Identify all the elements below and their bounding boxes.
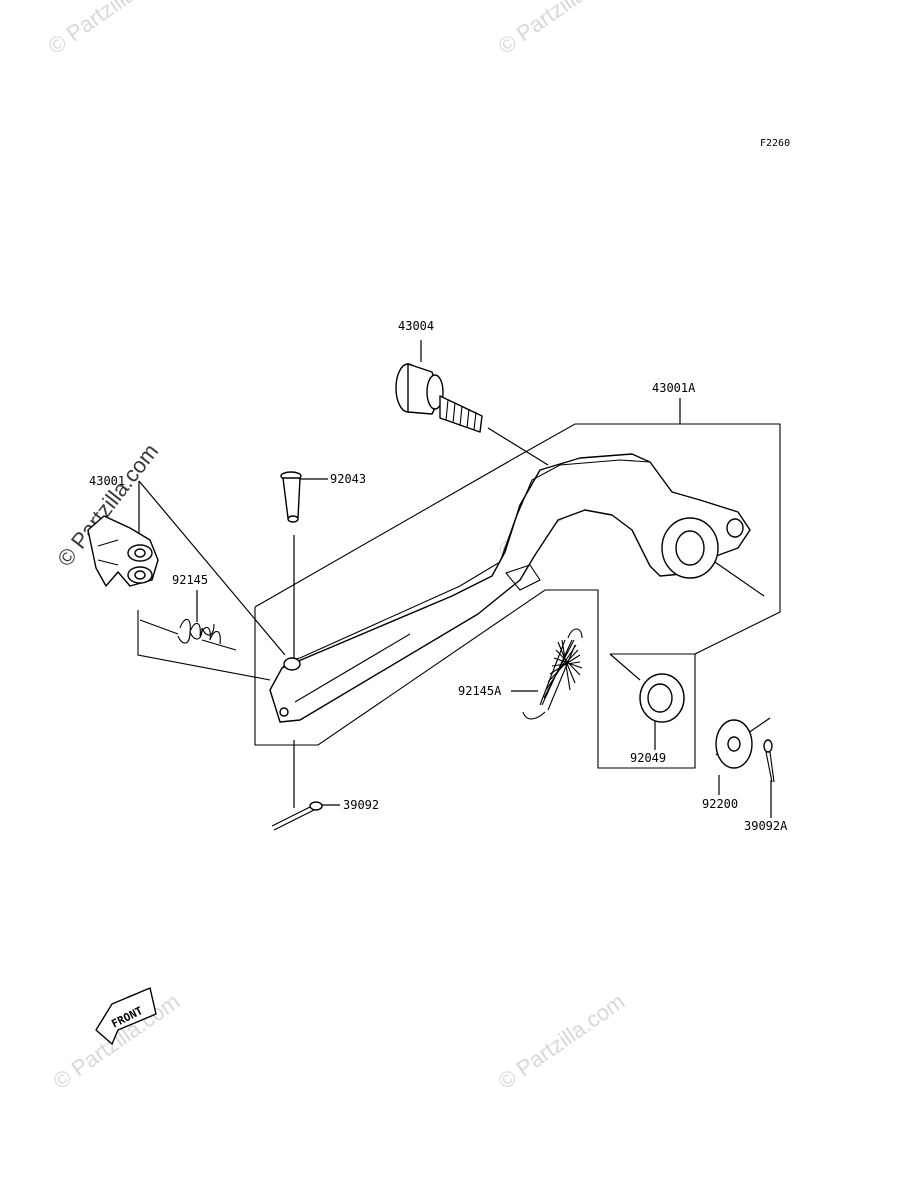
front-direction-marker: FRONT: [95, 987, 157, 1045]
label-92200: 92200: [702, 797, 738, 811]
part-43004-pivot-bolt: [395, 363, 483, 433]
part-92145A-spring: [522, 628, 583, 720]
assembly-line-upper: [254, 454, 521, 608]
watermark-top-center: © Partzilla.com: [494, 0, 630, 59]
part-92043-pin: [280, 471, 302, 523]
label-43004: 43004: [398, 319, 434, 333]
label-92145: 92145: [172, 573, 208, 587]
watermark-top-left: © Partzilla.com: [44, 0, 180, 59]
watermark-bottom-right: © Partzilla.com: [494, 989, 630, 1095]
label-92049: 92049: [630, 751, 666, 765]
part-92049-seal: [639, 673, 685, 723]
part-39092-cotter-pin: [271, 801, 323, 831]
part-92145-torsion-spring: [139, 618, 237, 651]
label-43001: 43001: [89, 474, 125, 488]
assembly-line-43001: [137, 610, 271, 681]
label-39092: 39092: [343, 798, 379, 812]
assembly-outline: [137, 423, 781, 769]
leader-lines: [138, 340, 772, 818]
reference-code: F2260: [760, 138, 790, 149]
label-43001A: 43001A: [652, 381, 696, 395]
part-43001-bracket: [87, 515, 159, 587]
label-39092A: 39092A: [744, 819, 788, 833]
part-labels: 43004 43001A 43001 92043 92145 92145A 92…: [89, 319, 788, 833]
label-92145A: 92145A: [458, 684, 502, 698]
label-92043: 92043: [330, 472, 366, 486]
part-92200-washer: [715, 719, 753, 769]
part-43001A-brake-pedal: [269, 453, 751, 723]
assembly-line-43001A: [254, 423, 781, 769]
part-39092A-cotter-pin: [763, 739, 775, 783]
